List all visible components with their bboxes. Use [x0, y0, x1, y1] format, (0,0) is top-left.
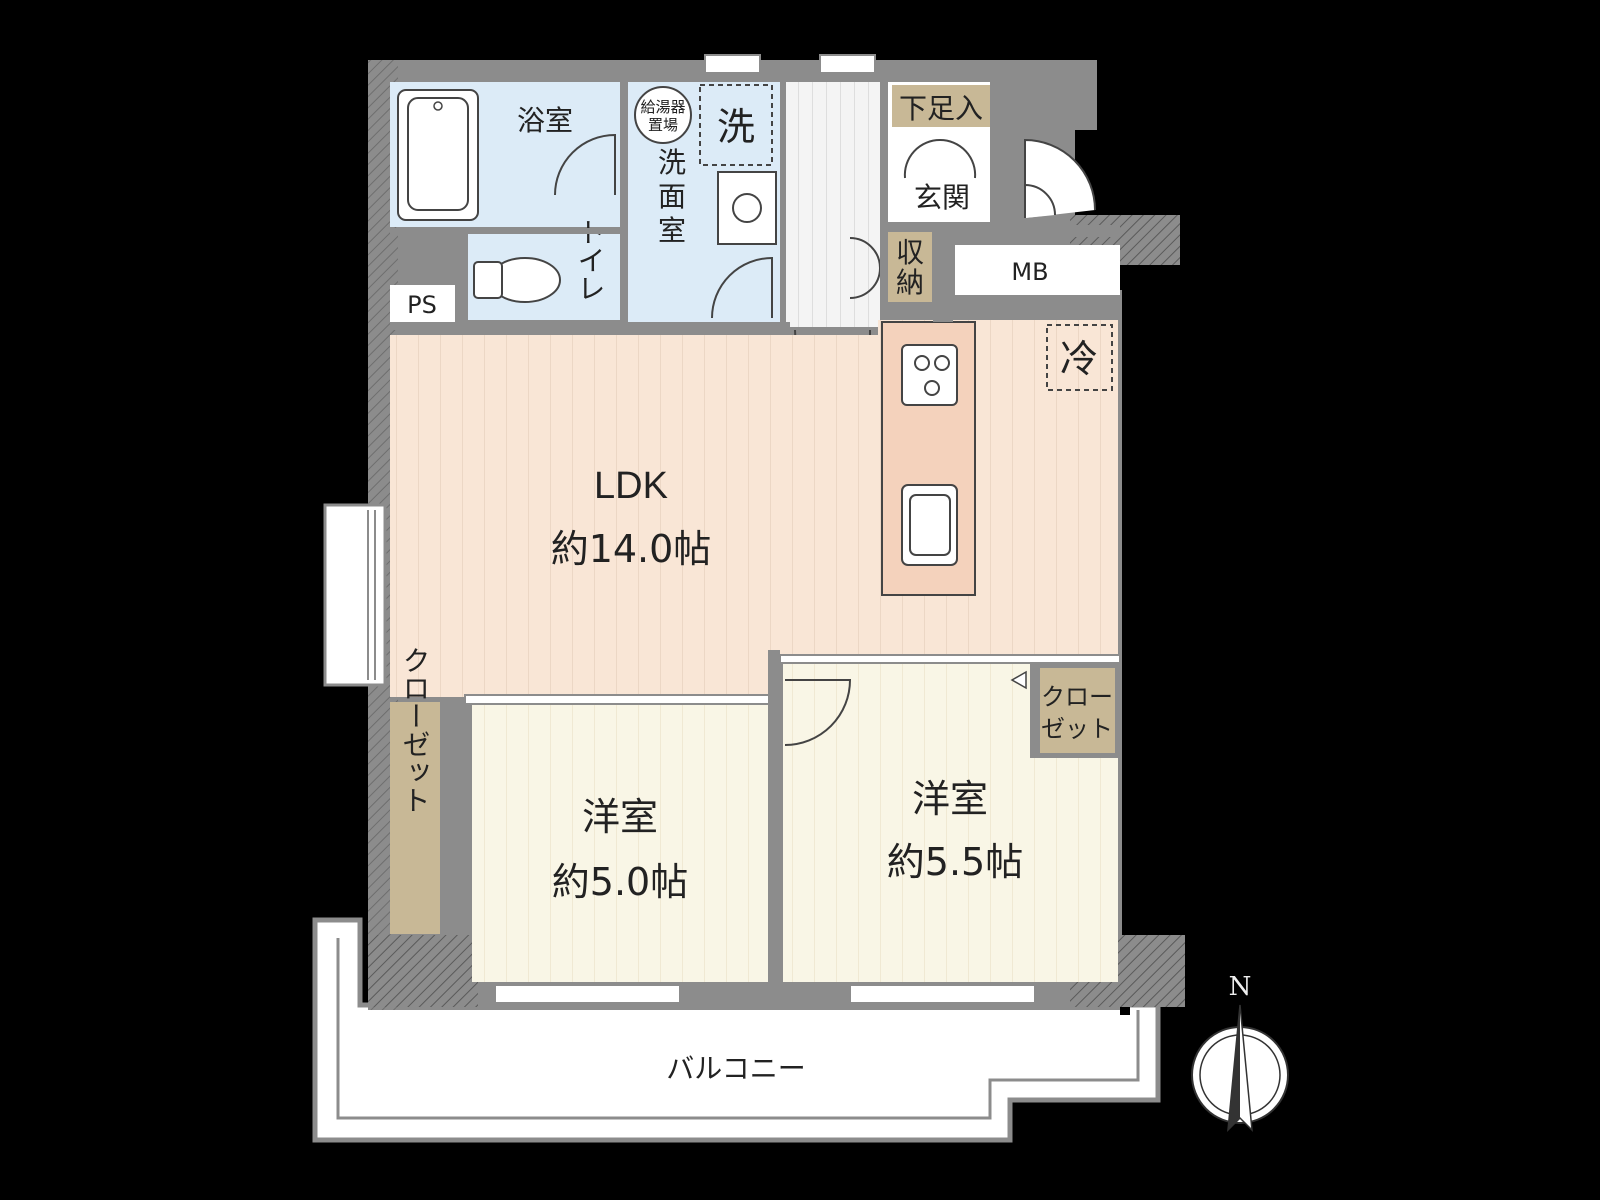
- closet-right-label: クローゼット: [1041, 683, 1113, 743]
- fridge-space: [1046, 324, 1113, 391]
- western-room-1: 洋室 約5.0帖: [464, 694, 776, 982]
- mb-label: MB: [1011, 258, 1048, 286]
- svg-text:置場: 置場: [648, 116, 678, 134]
- left-window: [323, 503, 387, 687]
- closet-left: クローゼット: [390, 646, 490, 934]
- ldk-size: 約14.0帖: [551, 527, 712, 571]
- water-heater-icon: [634, 86, 692, 144]
- compass: N: [1191, 972, 1289, 1133]
- hallway: [785, 82, 880, 407]
- toilet-room: トイレ: [468, 218, 685, 320]
- interior-walls: [390, 82, 1120, 330]
- washroom: 給湯器 置場 洗 洗面室: [628, 82, 780, 322]
- entrance: 下足入 玄関: [885, 82, 1096, 222]
- ldk: 冷 LDK 約14.0帖: [390, 320, 1118, 697]
- ldk-name: LDK: [594, 465, 668, 507]
- bathroom: 浴室: [390, 82, 620, 227]
- mb-box: MB: [955, 245, 1120, 295]
- closet-left-label: クローゼット: [399, 646, 432, 814]
- western1-size: 約5.0帖: [552, 860, 688, 904]
- washer-space: [699, 84, 773, 166]
- balcony-label: バルコニー: [666, 1052, 805, 1085]
- fridge-label: 冷: [1060, 337, 1098, 381]
- bottom-windows: [494, 984, 1036, 1004]
- north-label: N: [1229, 972, 1252, 1002]
- washroom-label: 洗面室: [658, 146, 686, 247]
- closet-right: クローゼット: [1010, 663, 1118, 758]
- western2-size: 約5.5帖: [887, 840, 1023, 884]
- storage-label: 収納: [896, 236, 924, 299]
- ps-shaft: PS: [390, 285, 455, 323]
- western1-name: 洋室: [582, 795, 658, 839]
- western2-name: 洋室: [912, 777, 988, 821]
- shoe-box-label: 下足入: [899, 92, 983, 125]
- ps-label: PS: [407, 291, 437, 319]
- sink-icon: [717, 171, 777, 245]
- top-windows: [704, 54, 876, 74]
- svg-text:給湯器: 給湯器: [640, 98, 685, 116]
- stove-icon: [901, 344, 958, 406]
- kitchen-sink-icon: [901, 484, 958, 566]
- entrance-label: 玄関: [914, 181, 970, 214]
- bath-label: 浴室: [517, 104, 573, 137]
- shoe-box: [892, 85, 990, 127]
- washer-label: 洗: [717, 105, 755, 149]
- balcony: バルコニー: [312, 917, 1161, 1143]
- storage: 収納: [849, 232, 932, 302]
